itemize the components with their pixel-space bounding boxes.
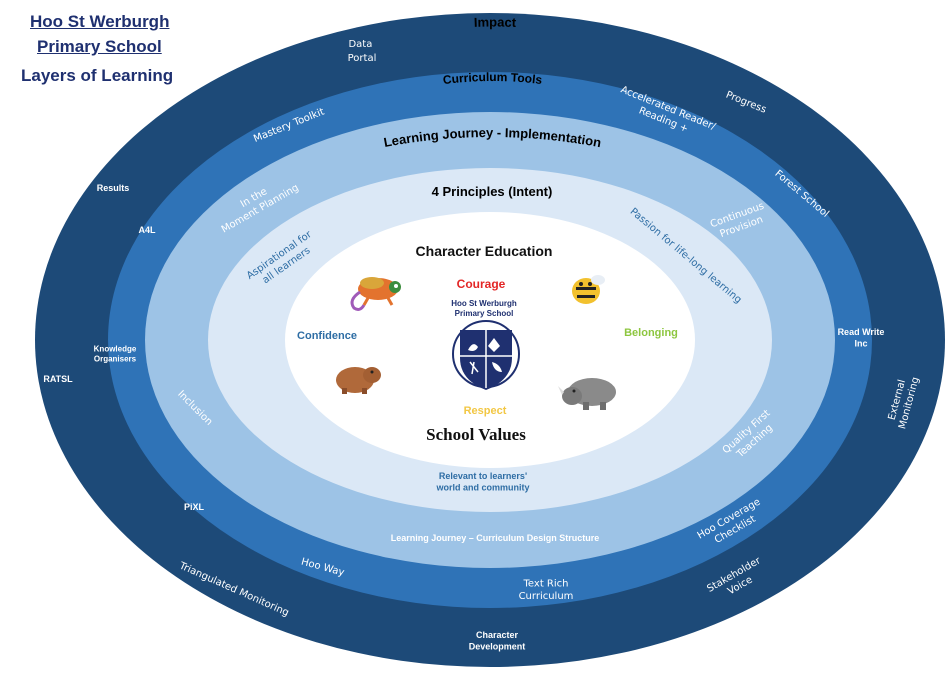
school-logo: Hoo St Werburgh Primary School [451, 299, 520, 390]
tools-item-a4l: A4L [138, 225, 156, 235]
header-school-name-line2: Primary School [37, 37, 162, 56]
value-belonging: Belonging [624, 327, 678, 339]
header-school-name-line1: Hoo St Werburgh [30, 12, 170, 31]
capybara-mascot [336, 367, 381, 394]
intent-item-relevant: Relevant to learners'world and community [435, 471, 529, 492]
impact-title: Impact [474, 14, 517, 29]
impact-item-data-portal: Data Portal [348, 39, 377, 64]
intent-title: 4 Principles (Intent) [432, 184, 553, 199]
bee-mascot [572, 275, 605, 304]
value-courage: Courage [457, 277, 506, 291]
impact-item-results: Results [97, 183, 130, 193]
logo-line-2: Primary School [455, 309, 514, 318]
header-subtitle: Layers of Learning [21, 66, 174, 85]
rhino-mascot [558, 378, 616, 410]
curriculum-tools-title: Curriculum Tools [442, 70, 543, 87]
journey-item-curriculum-design: Learning Journey – Curriculum Design Str… [391, 533, 600, 543]
impact-item-ratsl: RATSL [43, 374, 73, 384]
value-confidence: Confidence [297, 330, 357, 342]
chameleon-mascot [350, 277, 401, 311]
school-values-title: School Values [426, 425, 526, 444]
value-respect: Respect [464, 405, 507, 417]
logo-line-1: Hoo St Werburgh [451, 299, 517, 308]
tools-item-pixl: PiXL [184, 502, 205, 512]
character-education-title: Character Education [416, 243, 553, 259]
